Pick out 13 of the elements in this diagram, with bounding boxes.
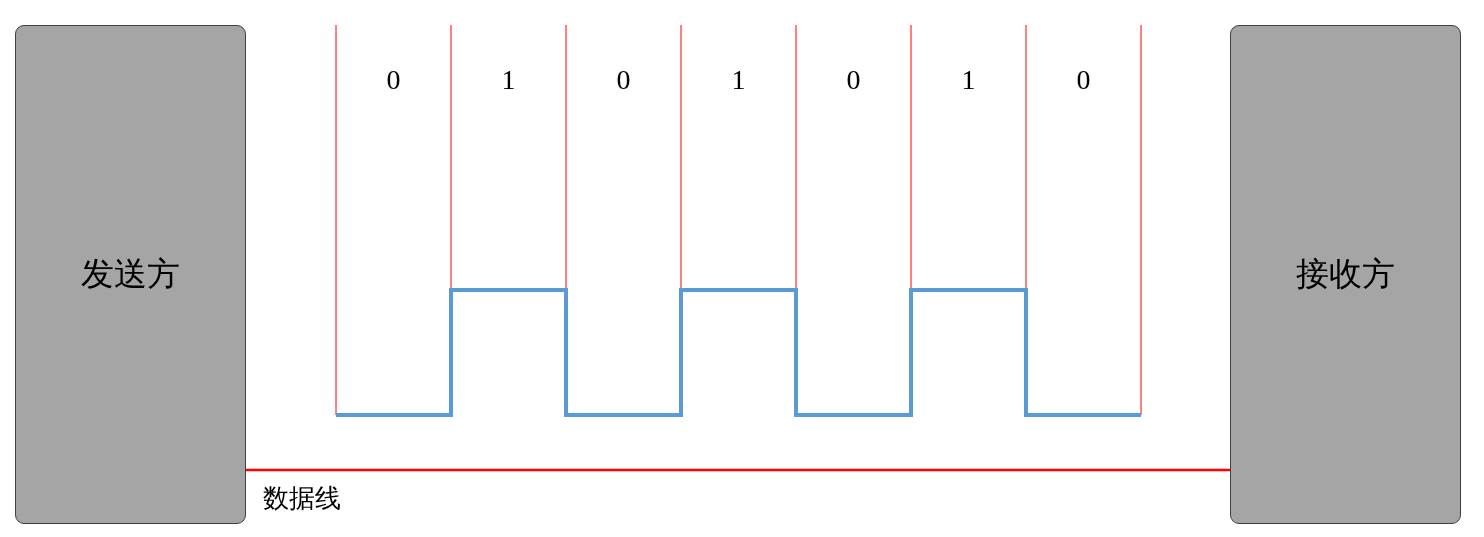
edge-label: 数据线 xyxy=(263,484,341,513)
bit-value: 1 xyxy=(501,66,516,94)
node-label: 发送方 xyxy=(81,253,180,295)
data-line xyxy=(246,468,1230,472)
bit-value: 1 xyxy=(731,66,746,94)
endpoint-box xyxy=(15,25,246,524)
bit-value: 0 xyxy=(386,66,401,94)
bit-value: 0 xyxy=(846,66,861,94)
node-label: 接收方 xyxy=(1296,253,1395,295)
bit-value: 0 xyxy=(1076,66,1091,94)
bit-value: 0 xyxy=(616,66,631,94)
bit-value: 1 xyxy=(961,66,976,94)
endpoint-box xyxy=(1230,25,1461,524)
